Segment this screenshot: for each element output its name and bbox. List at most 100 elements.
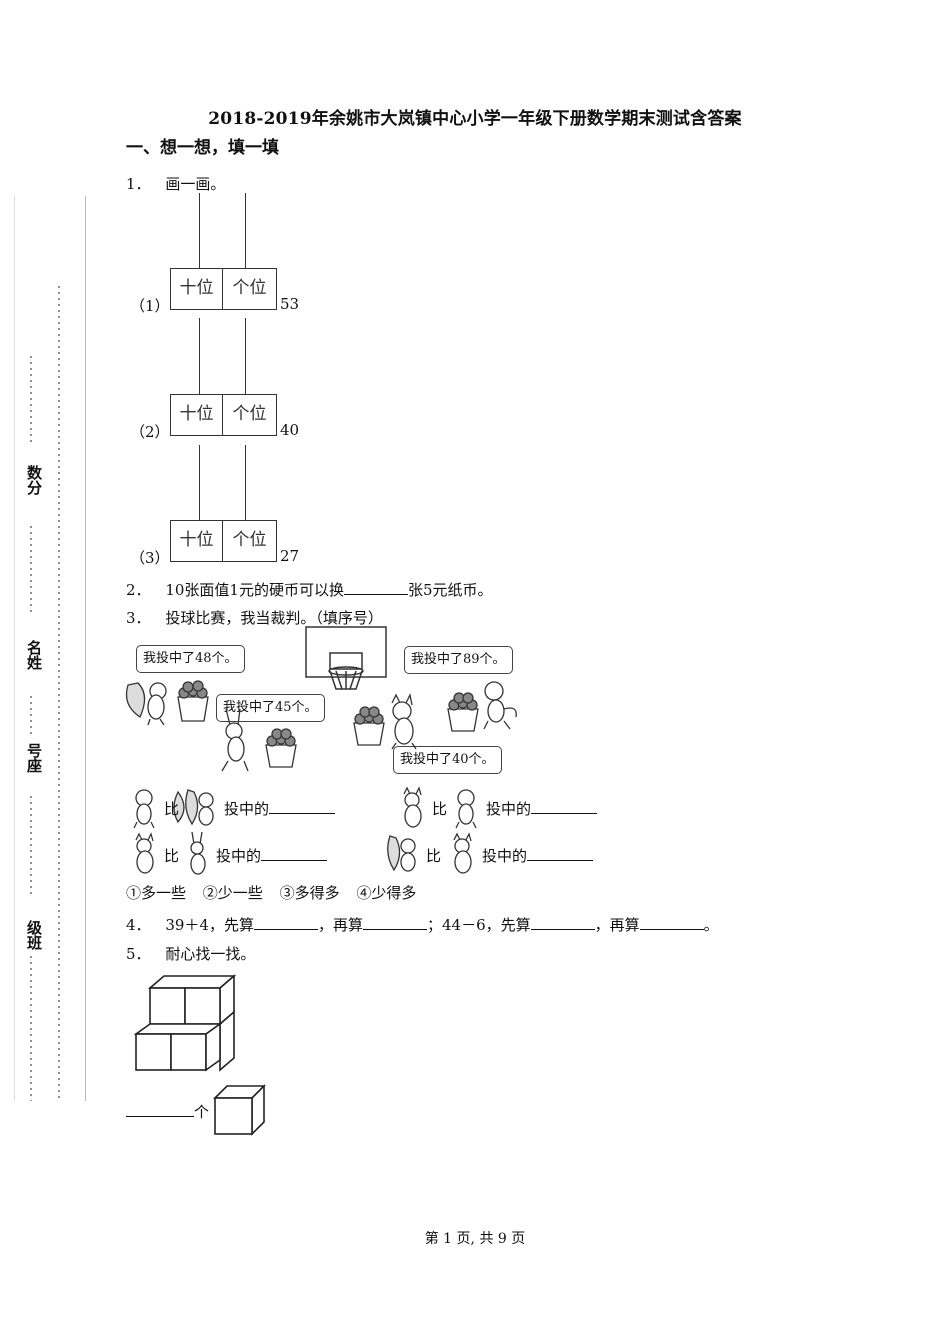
cube-stack-figure (134, 974, 237, 1072)
q2-text-a: 10张面值1元的硬币可以换 (165, 581, 344, 599)
q4-answer-blank[interactable] (362, 915, 427, 930)
ball-basket-icon (447, 692, 479, 732)
unit-cube-icon (213, 1084, 266, 1136)
q3-prompt: 3． 投球比赛，我当裁判。（填序号） (126, 607, 383, 628)
q4-number: 4． (126, 916, 151, 934)
monkey-icon (133, 789, 185, 829)
q1-item-value: 40 (280, 421, 300, 439)
q4-prompt: 4． 39＋4，先算 ，再算 ；44－6，先算 ，再算 。 (126, 914, 719, 935)
section-heading: 一、想一想，填一填 (126, 138, 279, 158)
rabbit-icon (190, 832, 206, 875)
q5-prompt: 5． 耐心找一找。 (126, 943, 255, 964)
q3-answer-blank[interactable] (269, 799, 336, 814)
binding-label-class: 级班 (25, 920, 43, 950)
q3-answer-blank[interactable] (531, 799, 598, 814)
cat-icon (403, 786, 422, 828)
compare-tail: 投中的 (482, 847, 528, 865)
speech-bubble-monkey: 我投中了89个。 (404, 646, 513, 674)
binding-label-score: 数分 (25, 465, 43, 495)
q4-answer-blank[interactable] (530, 915, 595, 930)
ball-basket-icon (265, 728, 297, 768)
rabbit-icon (221, 708, 249, 772)
ones-place-box: 个位 (222, 520, 277, 562)
q3-options: ①多一些 ②少一些 ③多得多 ④少得多 (126, 882, 416, 903)
basketball-hoop-icon (305, 626, 387, 690)
q4-text-a: 39＋4，先算 (165, 916, 254, 934)
q2-prompt: 2． 10张面值1元的硬币可以换 张5元纸币。 (126, 579, 493, 600)
compare-row-3: 投中的 (216, 845, 328, 866)
compare-tail: 投中的 (486, 800, 532, 818)
squirrel-icon (185, 789, 214, 826)
q3-text: 投球比赛，我当裁判。（填序号） (165, 609, 383, 627)
q3-number: 3． (126, 609, 151, 627)
monkey-icon (455, 789, 477, 829)
ones-place-box: 个位 (222, 394, 277, 436)
q4-text-b: ，再算 (317, 916, 363, 934)
q1-item-value: 27 (280, 547, 300, 565)
compare-word: 比 (432, 800, 448, 818)
abacus-rod-tens (199, 445, 200, 521)
ball-basket-icon (353, 706, 385, 746)
q1-item-value: 53 (280, 295, 300, 313)
squirrel-icon (125, 682, 167, 726)
abacus-rod-ones (245, 193, 246, 269)
tens-place-box: 十位 (170, 520, 223, 562)
tens-place-box: 十位 (170, 394, 223, 436)
abacus-rod-ones (245, 318, 246, 394)
compare-word: 比 (164, 800, 180, 818)
q5-answer-blank[interactable] (126, 1102, 194, 1117)
ball-basket-icon (177, 680, 209, 722)
q4-text-d: ，再算 (594, 916, 640, 934)
binding-label-seat: 号座 (25, 743, 43, 773)
abacus-rod-tens (199, 318, 200, 394)
abacus-rod-ones (245, 445, 246, 521)
cat-icon (391, 693, 417, 750)
compare-row-2: 投中的 (486, 798, 598, 819)
q1-item-label: （3） (130, 549, 170, 567)
q2-answer-blank[interactable] (343, 580, 408, 595)
q1-item-label: （1） (130, 297, 170, 315)
q5-unit: 个 (194, 1103, 210, 1121)
page-title: 2018-2019年余姚市大岚镇中心小学一年级下册数学期末测试含答案 (208, 109, 742, 129)
speech-bubble-cat: 我投中了40个。 (393, 746, 502, 774)
binding-dashes (30, 286, 60, 1101)
compare-row-1: 投中的 (224, 798, 336, 819)
q4-answer-blank[interactable] (639, 915, 704, 930)
abacus-rod-tens (199, 193, 200, 269)
q3-answer-blank[interactable] (527, 846, 594, 861)
option-1: ①多一些 (126, 884, 187, 902)
q4-text-c: ；44－6，先算 (426, 916, 531, 934)
cat-icon (135, 832, 154, 874)
monkey-icon (483, 681, 517, 730)
binding-label-name: 名姓 (25, 640, 43, 670)
q2-text-b: 张5元纸币。 (407, 581, 493, 599)
basketball-illustration (125, 626, 517, 772)
q2-number: 2． (126, 581, 151, 599)
compare-row-4: 投中的 (482, 845, 594, 866)
squirrel-icon (387, 835, 416, 872)
ones-place-box: 个位 (222, 268, 277, 310)
speech-bubble-rabbit: 我投中了45个。 (216, 694, 325, 722)
page-footer: 第 1 页, 共 9 页 (424, 1231, 526, 1247)
option-3: ③多得多 (279, 884, 340, 902)
q5-answer: 个 (126, 1101, 209, 1122)
compare-tail: 投中的 (224, 800, 270, 818)
option-4: ④少得多 (356, 884, 417, 902)
q1-text: 画一画。 (165, 175, 226, 193)
option-2: ②少一些 (202, 884, 263, 902)
q1-number: 1． (126, 175, 151, 193)
q4-text-e: 。 (703, 916, 719, 934)
tens-place-box: 十位 (170, 268, 223, 310)
compare-tail: 投中的 (216, 847, 262, 865)
compare-word: 比 (164, 847, 180, 865)
speech-bubble-squirrel: 我投中了48个。 (136, 645, 245, 673)
binding-margin (14, 196, 86, 1101)
q5-number: 5． (126, 945, 151, 963)
q1-prompt: 1． 画一画。 (126, 173, 225, 194)
q3-answer-blank[interactable] (261, 846, 328, 861)
compare-word: 比 (426, 847, 442, 865)
q1-item-label: （2） (130, 423, 170, 441)
cat-icon (453, 832, 472, 874)
q4-answer-blank[interactable] (253, 915, 318, 930)
q5-text: 耐心找一找。 (165, 945, 256, 963)
